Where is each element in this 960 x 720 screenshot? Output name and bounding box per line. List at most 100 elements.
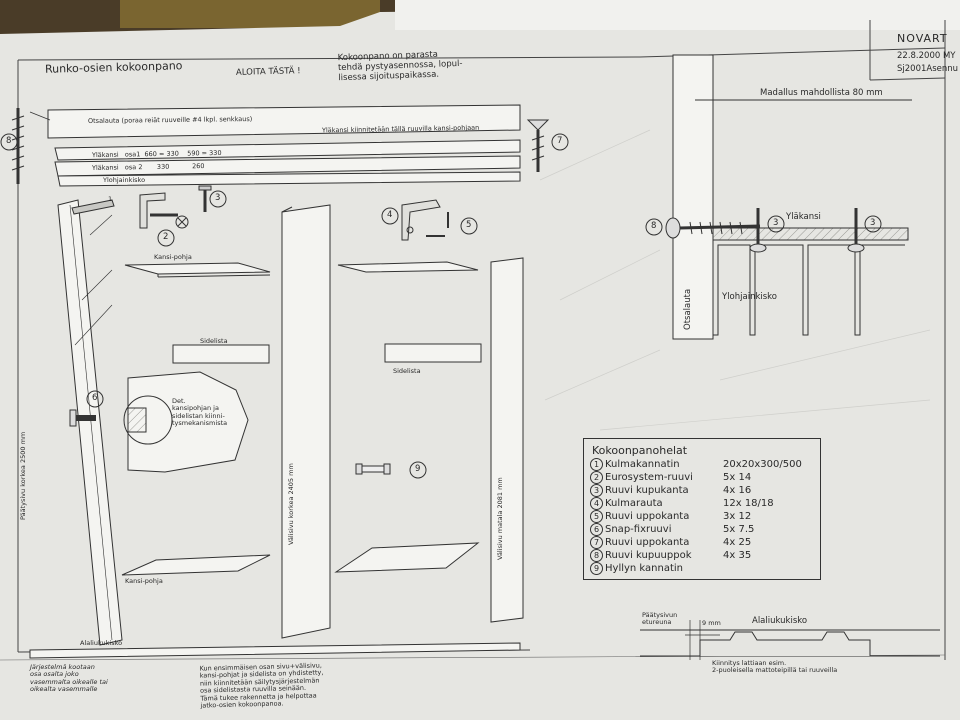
angle-bracket-icon: [139, 185, 212, 229]
callout-3-right-a-circle: [767, 215, 785, 233]
legend-item-number: 9: [590, 562, 603, 575]
paatysivu-edge: [69, 204, 113, 641]
ylakansi-board-2: [54, 155, 521, 177]
kansi-pohja-top-label: Kansi-pohja: [154, 253, 192, 261]
screw-8-left-icon: [11, 108, 51, 184]
legend-item-size: 4x 35: [723, 550, 752, 561]
sidelista-2-label: Sidelista: [393, 367, 421, 375]
detail-circle: [123, 395, 173, 445]
kansi-pohja-top-shelf: [124, 262, 271, 275]
ylohjainkisko-rail: [57, 171, 521, 187]
hyllyn-kannatin-icon: [355, 463, 391, 475]
detail-blob: [127, 371, 249, 473]
legend-item-size: 5x 7.5: [723, 524, 755, 535]
floor-rail-detail: [640, 620, 940, 660]
ylohjainkisko-label: Ylohjainkisko: [103, 176, 146, 184]
detail-label-line: kansipohjan ja: [172, 404, 219, 413]
callout-7-label: 7: [557, 136, 563, 146]
legend-item-name: Kulmarauta: [605, 498, 663, 509]
shelf-right-bottom: [334, 542, 480, 573]
valisivu-matala-label: Välisivu matala 2081 mm: [496, 477, 504, 560]
detail-label-line: Det.: [172, 397, 186, 405]
callout-9-label: 9: [415, 464, 421, 474]
legend-item-name: Ruuvi uppokanta: [605, 511, 690, 522]
callout-3-left-label: 3: [215, 193, 221, 203]
legend-item-name: Kulmakannatin: [605, 459, 680, 470]
ylohjainkisko-section: [712, 240, 905, 336]
legend-item-name: Ruuvi kupuuppok: [605, 550, 692, 561]
callout-7-circle: [551, 133, 569, 151]
legend-item-name: Ruuvi kupukanta: [605, 485, 689, 496]
snap-fix-screw-icon: [69, 409, 96, 427]
callout-5-circle: [460, 217, 478, 235]
screw-3-right-b-icon: [847, 208, 865, 253]
callout-3-right-b-circle: [864, 215, 882, 233]
legend-item-name: Eurosystem-ruuvi: [605, 472, 693, 483]
frame-top-line: [17, 56, 641, 61]
callout-2-label: 2: [163, 232, 169, 242]
screw-8-right-icon: [665, 217, 761, 239]
legend-item-number: 3: [590, 484, 603, 497]
screw-7-icon: [526, 119, 550, 172]
footer-left-note: Järjestelmä kootaan osa osalta joko vase…: [30, 663, 108, 694]
start-here-label: ALOITA TÄSTÄ !: [235, 66, 301, 78]
legend-item-number: 5: [590, 510, 603, 523]
doc-code: Sj2001Asennu: [897, 64, 959, 74]
gap-label: 9 mm: [702, 619, 721, 627]
legend-item-size: 4x 25: [723, 537, 752, 548]
floor-note: Kiinnitys lattiaan esim. 2-puoleisella m…: [712, 659, 838, 675]
detail-label-line: tysmekanismista: [172, 419, 228, 428]
ylohjainkisko-section-label: Ylohjainkisko: [722, 292, 777, 302]
footer-left-line: Järjestelmä kootaan: [30, 663, 95, 671]
valisivu-matala-panel: [490, 257, 524, 623]
footer-left-line: vasemmalta oikealle tai: [30, 677, 108, 686]
alaliukukisko-label: Alaliukukisko: [80, 639, 123, 647]
callout-8-right-circle: [645, 218, 663, 236]
detail-label: Det. kansipohjan ja sidelistan kiinni- t…: [172, 397, 228, 428]
sidelista-2: [384, 343, 482, 363]
ylakansi-board-1: [54, 139, 521, 161]
callout-5-label: 5: [466, 220, 472, 230]
otsalauta-section-label: Otsalauta: [683, 288, 693, 330]
detail-mechanism: [127, 407, 147, 433]
legend-item-size: 5x 14: [723, 472, 752, 483]
etureuna-line: Päätysivun: [642, 611, 678, 619]
doc-date: 22.8.2000 MY: [897, 51, 956, 61]
faint-show-through: [539, 129, 931, 431]
callout-6-label: 6: [92, 393, 98, 403]
callout-4-label: 4: [387, 210, 393, 220]
valisivu-label: Välisivu korkea 2405 mm: [287, 463, 295, 545]
detail-line: [81, 269, 113, 301]
sidelista-1-label: Sidelista: [200, 337, 228, 345]
ylakansi-section-label: Yläkansi: [786, 212, 821, 222]
shelf-right-top: [337, 261, 479, 273]
callout-8-left-label: 8: [6, 136, 12, 146]
paatysivun-etureuna-label: Päätysivun etureuna: [642, 611, 678, 627]
screw-3-right-a-icon: [749, 208, 767, 253]
paatysivu-panel: [57, 199, 123, 646]
legend-title: Kokoonpanohelat: [592, 444, 688, 457]
floor-note-line: 2-puoleisella mattoteipillä tai ruuveill…: [712, 666, 838, 675]
floor-note-line: Kiinnitys lattiaan esim.: [712, 659, 787, 667]
callout-3-right-a-label: 3: [773, 218, 779, 228]
legend-item-number: 4: [590, 497, 603, 510]
kansi-pohja-bottom-shelf: [121, 554, 271, 576]
madallus-label: Madallus mahdollista 80 mm: [760, 88, 883, 98]
detail-line: [74, 304, 113, 346]
etureuna-line: etureuna: [642, 618, 672, 627]
panel-edge: [281, 206, 293, 213]
valisivu-panel: [281, 204, 331, 639]
kulmarauta-icon: [401, 199, 449, 241]
detail-line: [89, 214, 113, 236]
legend-item-size: 4x 16: [723, 485, 752, 496]
